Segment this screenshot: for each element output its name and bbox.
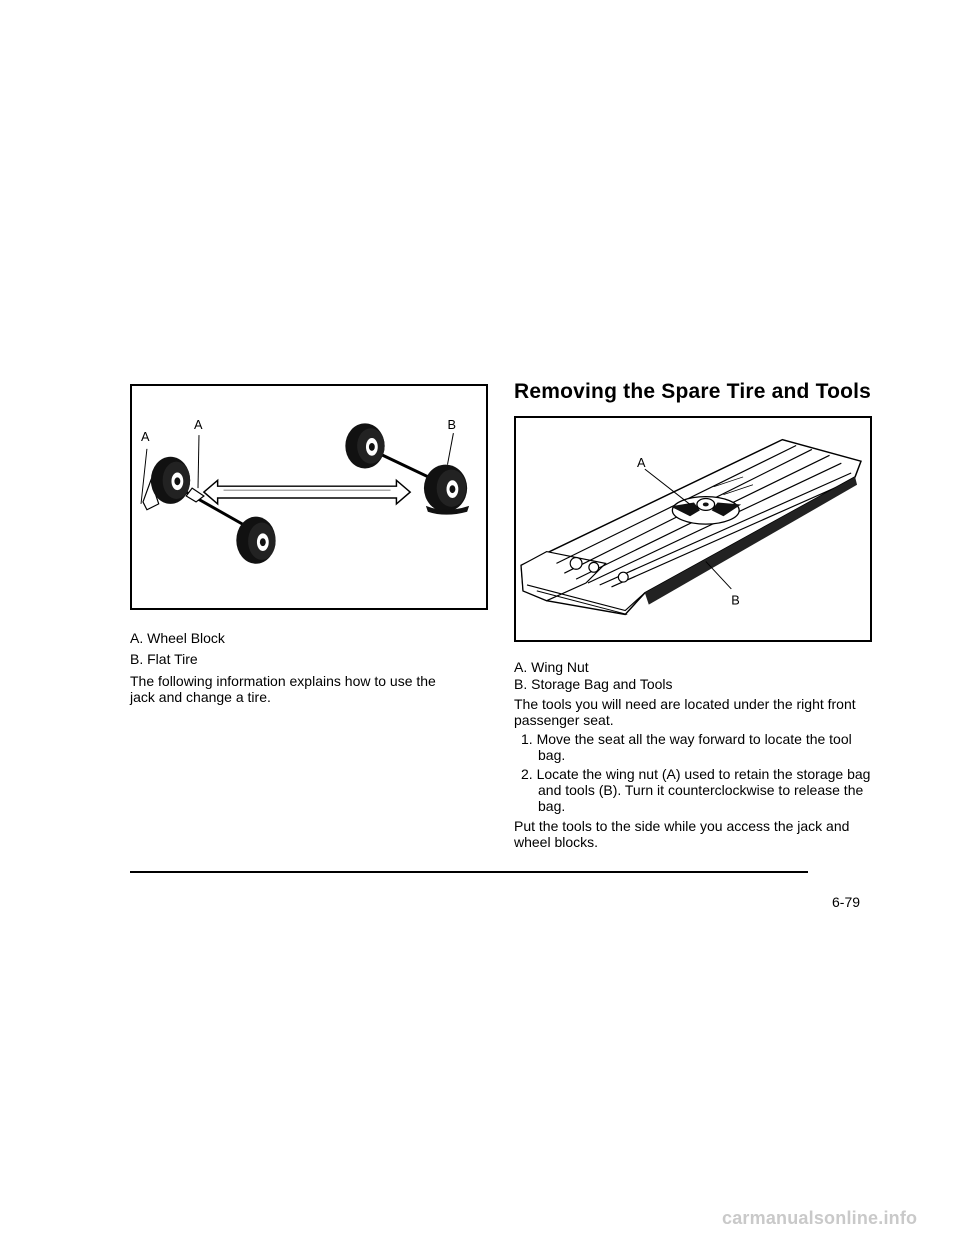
flat-tire-icon bbox=[423, 464, 470, 515]
callout-label-a: A bbox=[637, 455, 646, 470]
wing-nut-icon bbox=[670, 495, 742, 525]
page-number: 6-79 bbox=[832, 894, 861, 910]
intro-paragraph: The following information explains how t… bbox=[130, 673, 436, 705]
caption-wing-nut: A. Wing Nut bbox=[514, 659, 589, 675]
caption-wheel-block: A. Wheel Block bbox=[130, 630, 225, 646]
step-2: 2. Locate the wing nut (A) used to retai… bbox=[521, 766, 871, 814]
tire-icon bbox=[345, 423, 385, 469]
closing-paragraph: Put the tools to the side while you acce… bbox=[514, 818, 850, 850]
spare-tire-tools-figure: A B bbox=[514, 416, 872, 642]
wheel-block-illustration: A A B bbox=[140, 417, 470, 564]
section-heading: Removing the Spare Tire and Tools bbox=[514, 380, 872, 403]
tire-icon bbox=[236, 516, 276, 564]
callout-label-b: B bbox=[448, 417, 457, 432]
footer-rule bbox=[130, 871, 808, 873]
blocked-tire-icon bbox=[142, 456, 205, 511]
callout-label-a: A bbox=[194, 417, 203, 432]
caption-storage-bag: B. Storage Bag and Tools bbox=[514, 676, 673, 692]
storage-tray-icon bbox=[520, 438, 862, 616]
wheel-block-figure: A A B bbox=[130, 384, 488, 610]
storage-tray-illustration: A B bbox=[520, 438, 862, 616]
watermark: carmanualsonline.info bbox=[722, 1208, 918, 1228]
tools-location-paragraph: The tools you will need are located unde… bbox=[514, 696, 856, 728]
callout-label-b: B bbox=[731, 593, 740, 608]
callout-label-a: A bbox=[141, 429, 150, 444]
double-arrow-icon bbox=[202, 478, 412, 506]
step-1: 1. Move the seat all the way forward to … bbox=[521, 731, 852, 763]
caption-flat-tire: B. Flat Tire bbox=[130, 651, 198, 667]
